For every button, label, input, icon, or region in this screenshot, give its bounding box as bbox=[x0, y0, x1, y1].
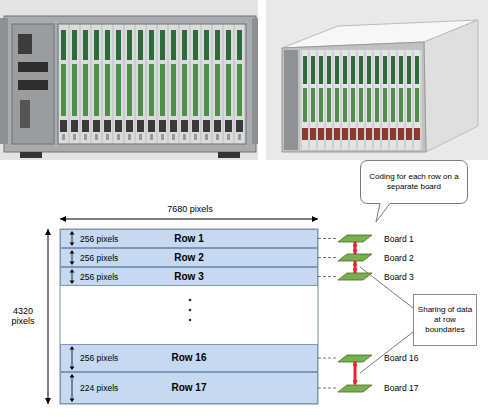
arrow-shaft bbox=[72, 271, 73, 282]
dimension-label: 7680 pixels bbox=[120, 204, 260, 214]
arrow-heads bbox=[70, 374, 75, 402]
ellipsis-dot bbox=[189, 299, 192, 302]
arrow-shaft bbox=[72, 376, 73, 400]
board-shape bbox=[338, 385, 372, 392]
controller-port bbox=[18, 62, 48, 72]
leader-line bbox=[360, 332, 413, 373]
controller-card bbox=[284, 50, 298, 150]
arrow-shaft bbox=[72, 233, 73, 244]
picture-frame bbox=[60, 229, 318, 404]
board-slots bbox=[300, 50, 422, 150]
rack-ear bbox=[252, 18, 258, 144]
data-share-arrow bbox=[354, 261, 357, 273]
board-outline bbox=[338, 355, 372, 362]
dashed-link bbox=[318, 388, 338, 389]
board-label: Board 2 bbox=[384, 253, 414, 263]
coding-board: Board 16 bbox=[338, 355, 372, 362]
dimension-label: 4320 pixels bbox=[2, 306, 44, 326]
arrow-shaft bbox=[72, 252, 73, 263]
ellipsis-dot bbox=[189, 309, 192, 312]
row-height-label: 224 pixels bbox=[80, 383, 118, 393]
row-height-arrow bbox=[68, 250, 76, 265]
ellipsis-dot bbox=[189, 319, 192, 322]
dashed-link bbox=[318, 358, 338, 359]
chassis-side bbox=[424, 20, 478, 152]
board-label: Board 1 bbox=[384, 234, 414, 244]
board-label: Board 16 bbox=[384, 353, 419, 363]
arrow-shaft bbox=[72, 348, 73, 368]
coding-board: Board 2 bbox=[338, 254, 372, 261]
bubble-outline bbox=[361, 161, 468, 223]
dashed-link bbox=[318, 276, 338, 277]
chassis-front bbox=[282, 42, 426, 152]
arrow-heads bbox=[70, 269, 75, 284]
row-band: 224 pixelsRow 17 bbox=[60, 372, 318, 404]
row-height-arrow bbox=[68, 269, 76, 284]
row-band: 256 pixelsRow 16 bbox=[60, 344, 318, 372]
board-shape bbox=[338, 355, 372, 362]
board-shape bbox=[338, 235, 372, 242]
row-label: Row 2 bbox=[61, 253, 317, 263]
controller-card bbox=[12, 24, 54, 144]
photo-background bbox=[266, 0, 488, 160]
arrow-heads bbox=[70, 346, 75, 370]
controller-port bbox=[18, 34, 32, 54]
row-band: 256 pixelsRow 3 bbox=[60, 267, 318, 286]
callout-bubble: Coding for each row on a separate board bbox=[360, 160, 468, 204]
callout-text: Coding for each row on a separate board bbox=[364, 172, 464, 192]
coding-board: Board 17 bbox=[338, 385, 372, 392]
row-band: 256 pixelsRow 1 bbox=[60, 229, 318, 248]
board-label: Board 17 bbox=[384, 383, 419, 393]
arrow-heads bbox=[70, 231, 75, 246]
rack-ear bbox=[0, 18, 8, 144]
callout-text: Sharing of data at row boundaries bbox=[416, 305, 474, 335]
row-height-arrow bbox=[68, 346, 76, 370]
dashed-link bbox=[318, 238, 338, 239]
row-height-arrow bbox=[68, 231, 76, 246]
row-height-arrow bbox=[68, 374, 76, 402]
coding-board: Board 1 bbox=[338, 235, 372, 242]
board-label: Board 3 bbox=[384, 272, 414, 282]
controller-port bbox=[20, 100, 30, 128]
coding-board: Board 3 bbox=[338, 273, 372, 280]
arrow-heads bbox=[70, 250, 75, 265]
row-label: Row 3 bbox=[61, 272, 317, 282]
dashed-link bbox=[318, 257, 338, 258]
height-dimension bbox=[48, 229, 49, 404]
row-band: 256 pixelsRow 2 bbox=[60, 248, 318, 267]
board-slots bbox=[58, 24, 246, 144]
row-height-label: 256 pixels bbox=[80, 253, 118, 263]
data-share-arrow bbox=[354, 242, 357, 254]
row-label: Row 1 bbox=[61, 234, 317, 244]
board-outline bbox=[338, 385, 372, 392]
data-share-arrow bbox=[354, 362, 357, 385]
callout-box: Sharing of data at row boundaries bbox=[413, 294, 477, 346]
controller-port bbox=[18, 80, 48, 90]
row-height-label: 256 pixels bbox=[80, 234, 118, 244]
board-shape bbox=[338, 254, 372, 261]
board-shape bbox=[338, 273, 372, 280]
board-outline bbox=[338, 273, 372, 280]
row-label: Row 16 bbox=[61, 353, 317, 363]
photo-background bbox=[0, 0, 258, 160]
row-height-label: 256 pixels bbox=[80, 353, 118, 363]
board-outline bbox=[338, 235, 372, 242]
width-dimension bbox=[60, 219, 318, 220]
board-outline bbox=[338, 254, 372, 261]
row-label: Row 17 bbox=[61, 383, 317, 393]
chassis-foot bbox=[20, 152, 42, 158]
chassis-front bbox=[4, 16, 256, 152]
row-height-label: 256 pixels bbox=[80, 272, 118, 282]
chassis-foot bbox=[218, 152, 240, 158]
